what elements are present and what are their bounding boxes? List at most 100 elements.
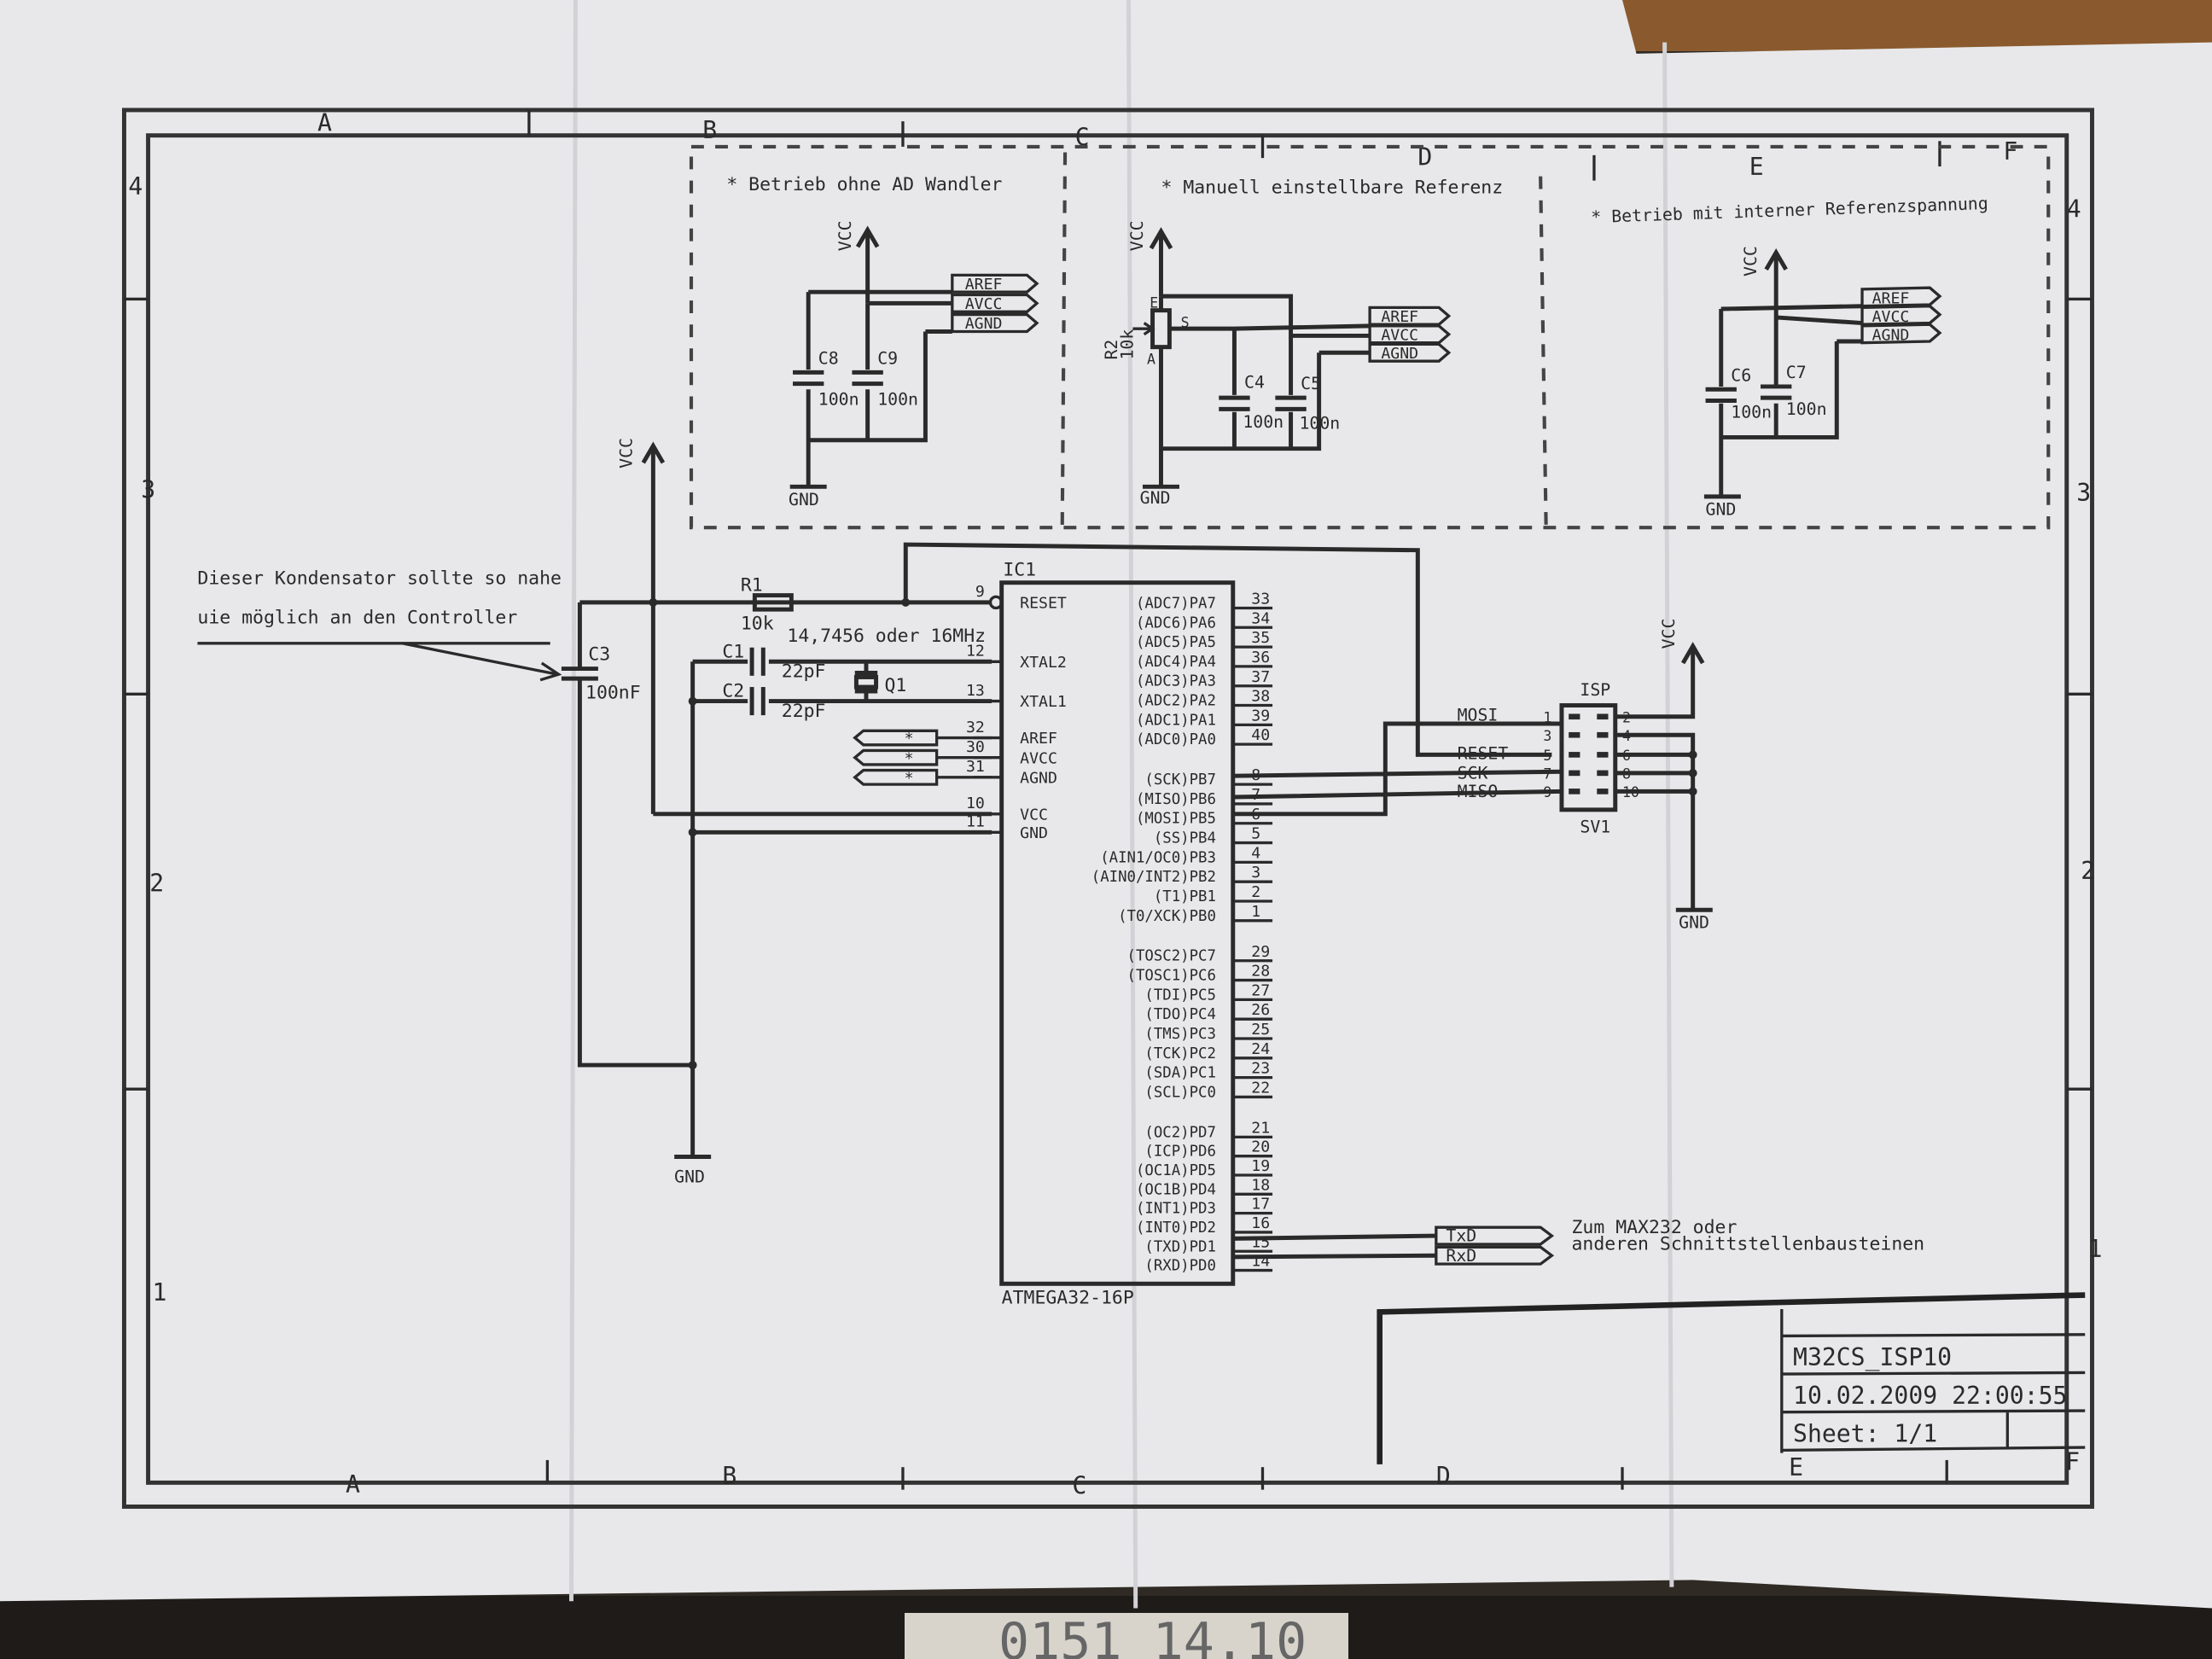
paper	[0, 0, 2212, 1609]
r1-value: 10k	[741, 613, 774, 634]
inner-frame	[146, 133, 2069, 1485]
ic1-pin--adc3-pa3: 37(ADC3)PA3	[1136, 668, 1273, 690]
box-manual-ref: * Manuell einstellbare Referenz VCC R2 1…	[1102, 177, 1503, 508]
ic1-pin-label: (ADC1)PA1	[1136, 712, 1216, 729]
box-no-ad: * Betrieb ohne AD Wandler VCC C8 100n C9…	[726, 174, 1039, 509]
box-no-ad-c9-label: C9	[877, 348, 898, 368]
grid-row-left-2: 2	[149, 870, 164, 898]
ic1-pin--int1-pd3: 17(INT1)PD3	[1136, 1196, 1273, 1218]
main-gnd-label: GND	[674, 1167, 705, 1186]
grid-col-top-e: E	[1749, 153, 1764, 181]
crystal-junction-top	[688, 696, 697, 706]
ic1-pin--ain0-int2-pb2: 3(AIN0/INT2)PB2	[1091, 864, 1273, 886]
ic1-pin-label: RESET	[1020, 594, 1067, 612]
ic1-pin--adc1-pa1: 39 (ADC1)PA1	[1136, 707, 1273, 729]
box-internal-ref-c7-label: C7	[1786, 363, 1807, 382]
isp-gnd-label: GND	[1679, 913, 1709, 933]
c3-capacitor	[561, 667, 598, 681]
isp-pin-pad	[1569, 770, 1580, 777]
option-box-outline	[689, 144, 2051, 530]
grid-row-left-1: 1	[153, 1278, 167, 1307]
ic1-pin-label: (SS)PB4	[1154, 830, 1216, 847]
grid-col-bottom-b: B	[722, 1462, 736, 1490]
paper-fold-shadow	[569, 0, 1674, 1609]
ic1-pin-number: 40	[1251, 726, 1270, 744]
box-manual-ref-vcc-arrow	[1149, 227, 1173, 297]
gnd-junction-1	[688, 828, 697, 837]
c1-capacitor	[749, 647, 765, 676]
r1-resistor	[752, 593, 794, 612]
grid-dividers	[124, 109, 2093, 1490]
box-manual-ref-c5-label: C5	[1301, 374, 1321, 393]
ic1-pin-number: 27	[1251, 981, 1270, 999]
box-internal-ref-c6-label: C6	[1731, 365, 1751, 385]
grid-col-bottom-f: F	[2065, 1447, 2080, 1476]
box-manual-ref-pin-a: A	[1147, 351, 1155, 367]
box-no-ad-port-aref: AREF	[965, 276, 1003, 294]
option-boxes	[689, 144, 2051, 533]
main-vcc-arrow	[641, 441, 666, 814]
ic1-pin-number: 29	[1251, 943, 1270, 961]
ic1-pin-label: (RXD)PD0	[1144, 1258, 1216, 1275]
ic1-pin-number: 17	[1251, 1196, 1270, 1214]
title-block-datetime: 10.02.2009 22:00:55	[1793, 1382, 2067, 1410]
isp-sck-label: SCK	[1458, 763, 1488, 783]
bottom-scribble: 0151 14.10	[998, 1612, 1307, 1659]
isp-pin-number: 1	[1543, 709, 1551, 725]
rxd-flag	[1435, 1245, 1555, 1266]
ic1-pin--tck-pc2: 24(TCK)PC2	[1144, 1040, 1273, 1062]
box-manual-ref-port-flags	[1368, 306, 1452, 363]
box-no-ad-c8-value: 100n	[818, 389, 859, 409]
note-capacitor-line1: Dieser Kondensator sollte so nahe	[197, 568, 562, 589]
ic1-pin-label: (SCL)PC0	[1144, 1084, 1216, 1101]
ic1-pin-number: 13	[966, 682, 985, 700]
ic1-pin-number: 31	[966, 758, 985, 776]
box-internal-ref-c7-value: 100n	[1786, 399, 1827, 419]
isp-junction-1	[1688, 750, 1697, 760]
ic1-pin-label: (INT0)PD2	[1136, 1220, 1216, 1237]
box-no-ad-vcc-label: VCC	[835, 220, 855, 251]
box-manual-ref-r2-label: R2	[1102, 340, 1121, 360]
ic1-pin-label: (ADC6)PA6	[1136, 614, 1216, 632]
isp-wires	[1232, 642, 1705, 911]
box-internal-ref-vcc-label: VCC	[1741, 246, 1761, 276]
ic1-pin-number: 25	[1251, 1021, 1270, 1039]
note-capacitor-line2: uie möglich an den Controller	[197, 608, 517, 629]
isp-pin-number: 7	[1543, 765, 1551, 782]
ic1-pin--ain1-oc0-pb3: 4(AIN1/OC0)PB3	[1100, 844, 1273, 866]
box-manual-ref-pin-e: E	[1150, 294, 1158, 311]
ic1-pin--adc7-pa7: 33(ADC7)PA7	[1136, 591, 1273, 612]
ic1-pin-label: XTAL2	[1020, 654, 1067, 672]
txd-label: TxD	[1446, 1226, 1476, 1246]
serial-note-line1: Zum MAX232 oder	[1572, 1217, 1738, 1238]
isp-pin-pad	[1569, 713, 1580, 720]
grid-row-right-3: 3	[2076, 479, 2091, 507]
grid-col-bottom-c: C	[1072, 1472, 1086, 1500]
ic1-pin-label: (OC2)PD7	[1144, 1124, 1216, 1141]
grid-row-right-4: 4	[2067, 195, 2081, 224]
ic1-pin-number: 12	[966, 643, 985, 661]
grid-col-top-c: C	[1075, 123, 1090, 151]
box-internal-ref-c6-value: 100n	[1731, 402, 1772, 422]
ic1-pin-number: 18	[1251, 1176, 1270, 1194]
ic1-pin--adc5-pa5: 35(ADC5)PA5	[1136, 629, 1273, 651]
box-no-ad-cap-c8	[793, 370, 824, 387]
box-internal-ref-wires	[1719, 304, 1863, 497]
ic1-part: ATMEGA32-16P	[1002, 1287, 1134, 1308]
ic1-pin-label: (TDI)PC5	[1144, 987, 1216, 1004]
ic1-pin--tms-pc3: 25(TMS)PC3	[1144, 1021, 1273, 1043]
grid-col-top-f: F	[2003, 137, 2017, 166]
vcc-junction	[649, 597, 658, 607]
ic1-pin-number: 26	[1251, 1001, 1270, 1019]
q1-label: Q1	[884, 675, 906, 696]
ic1-pin-label: (T1)PB1	[1154, 888, 1216, 905]
ic1-pin-number: 39	[1251, 707, 1270, 725]
ic1-pin-number: 28	[1251, 963, 1270, 981]
isp-pin-pad	[1569, 789, 1580, 795]
